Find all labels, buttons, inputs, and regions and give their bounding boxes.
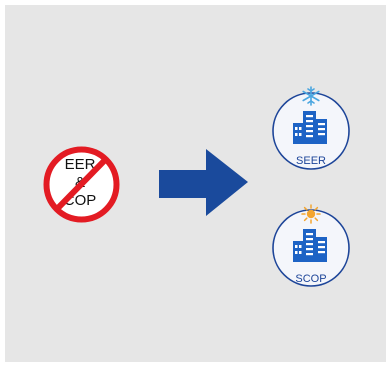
eer-label: EER	[65, 156, 96, 173]
scop-label: SCOP	[295, 273, 326, 285]
sun-icon	[301, 204, 321, 224]
prohibition-slash	[54, 157, 108, 212]
diagram-canvas: EER & COP	[5, 5, 386, 362]
seer-label: SEER	[296, 155, 326, 167]
seer-target: SEER	[272, 86, 350, 170]
office-building-icon	[293, 111, 327, 144]
office-building-icon	[293, 229, 327, 262]
scop-target: SCOP	[272, 204, 350, 287]
right-arrow-icon	[159, 149, 248, 216]
snowflake-icon	[302, 86, 320, 106]
diagram-svg: EER & COP	[43, 86, 350, 287]
prohibited-metrics-sign: EER & COP	[43, 146, 120, 223]
